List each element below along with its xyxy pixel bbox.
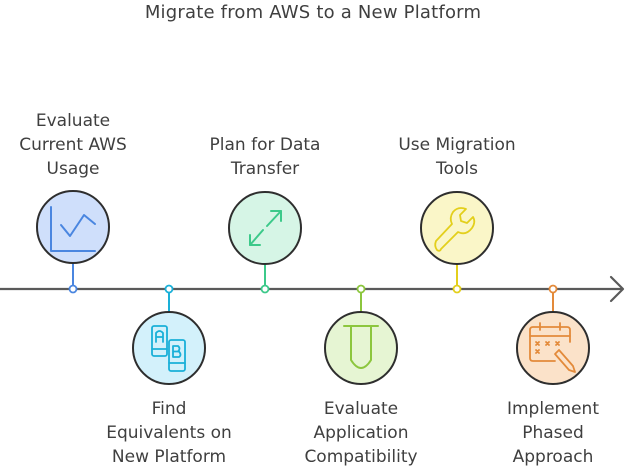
step-4-marker [356, 284, 366, 294]
step-1-label-line: Current AWS [19, 135, 127, 155]
step-4-node [324, 284, 398, 385]
step-1-marker [68, 284, 78, 294]
step-3-label: Plan for Data Transfer [190, 133, 340, 181]
step-4-label-line: Compatibility [304, 447, 418, 467]
step-2-label-line: Equivalents on [106, 423, 232, 443]
step-4-circle [324, 311, 398, 385]
calendar-edit-icon [529, 322, 576, 373]
step-1-label-line: Usage [46, 159, 100, 179]
step-2-label-line: New Platform [111, 447, 227, 467]
step-1-label: Evaluate Current AWS Usage [0, 109, 148, 181]
step-5-label-line: Use Migration [398, 135, 516, 155]
step-6-node [516, 284, 590, 385]
step-6-label-line: Implement [506, 399, 599, 419]
step-1-node [36, 190, 110, 294]
step-3-label-line: Plan for Data [209, 135, 321, 155]
transfer-arrows-icon [249, 210, 282, 246]
step-6-label-line: Phased [522, 423, 584, 443]
step-3-node [228, 191, 302, 294]
wrench-icon [434, 207, 476, 252]
step-6-marker [548, 284, 558, 294]
step-2-label: Find Equivalents on New Platform [94, 397, 244, 469]
step-5-label-line: Tools [436, 159, 478, 179]
step-6-circle [516, 311, 590, 385]
step-6-label-line: Approach [512, 447, 594, 467]
step-4-label-line: Evaluate [323, 399, 399, 419]
diagram-title: Migrate from AWS to a New Platform [144, 2, 482, 23]
test-tube-icon [343, 325, 379, 369]
step-5-marker [452, 284, 462, 294]
step-2-label-line: Find [151, 399, 187, 419]
step-5-node [420, 191, 494, 294]
step-4-label-line: Application [313, 423, 409, 443]
step-5-circle [420, 191, 494, 265]
line-chart-icon [50, 206, 96, 252]
step-1-label-line: Evaluate [35, 111, 111, 131]
step-2-marker [164, 284, 174, 294]
step-3-circle [228, 191, 302, 265]
step-5-label: Use Migration Tools [382, 133, 532, 181]
step-6-label: Implement Phased Approach [478, 397, 626, 469]
step-3-marker [260, 284, 270, 294]
step-1-circle [36, 190, 110, 264]
ab-devices-icon [151, 325, 186, 372]
step-4-label: Evaluate Application Compatibility [286, 397, 436, 469]
step-2-node [132, 284, 206, 385]
step-3-label-line: Transfer [230, 159, 300, 179]
timeline-arrowhead [609, 275, 625, 303]
